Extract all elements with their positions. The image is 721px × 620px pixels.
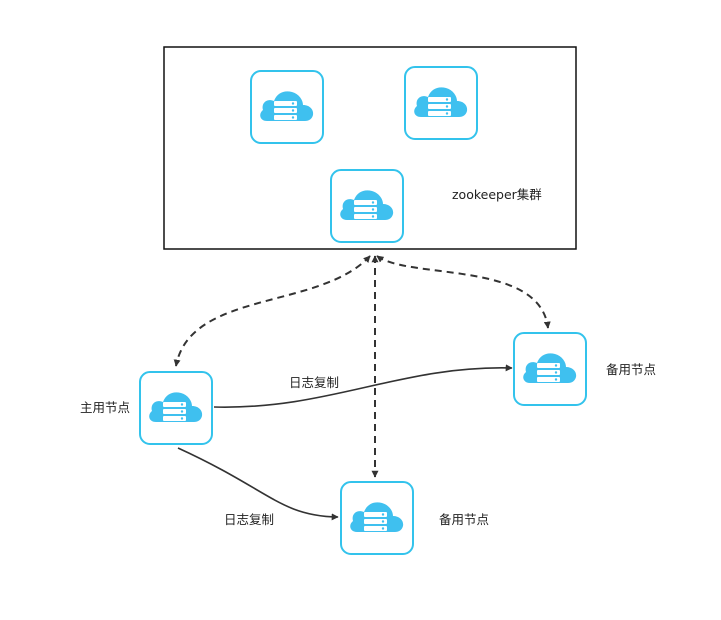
primary-zookeeper-link — [173, 255, 371, 367]
replication-label-2: 日志复制 — [224, 512, 274, 527]
replication-link-2 — [177, 447, 339, 521]
replication-label-1: 日志复制 — [289, 375, 339, 390]
zookeeper-node-3-icon — [330, 169, 404, 243]
standby-node-1-icon — [513, 332, 587, 406]
standby-node-2-icon — [340, 481, 414, 555]
standby1-zookeeper-link — [376, 255, 551, 329]
zookeeper-cluster-box — [163, 46, 577, 250]
standby-node-2-label: 备用节点 — [439, 512, 489, 527]
primary-node-label: 主用节点 — [80, 400, 130, 415]
zookeeper-node-2-icon — [404, 66, 478, 140]
zookeeper-node-1-icon — [250, 70, 324, 144]
standby-node-1-label: 备用节点 — [606, 362, 656, 377]
cluster-label: zookeeper集群 — [452, 187, 542, 202]
replication-link-1 — [213, 364, 513, 408]
primary-node-icon — [139, 371, 213, 445]
